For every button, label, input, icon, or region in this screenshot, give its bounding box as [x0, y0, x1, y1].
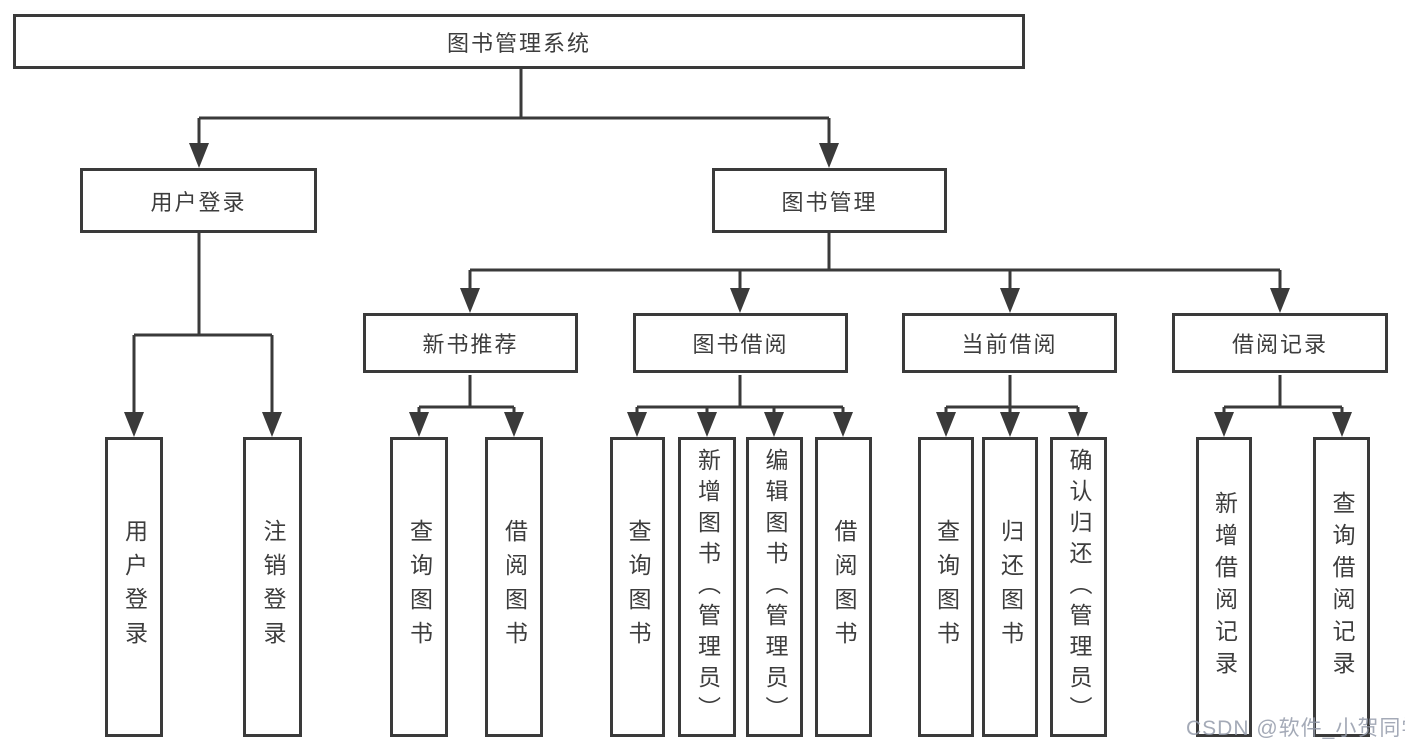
- leaf-add-borrow-record-label: 新增借阅记录: [1211, 491, 1238, 683]
- leaf-confirm-return-admin-label: 确认归还（管理员）: [1066, 447, 1092, 727]
- leaf-borrow-books-label: 借阅图书: [831, 519, 857, 655]
- node-root-system: 图书管理系统: [13, 14, 1025, 69]
- node-book-management-label: 图书管理: [781, 189, 878, 215]
- node-borrow-records-label: 借阅记录: [1231, 332, 1328, 357]
- leaf-query-books-current-label: 查询图书: [933, 519, 960, 655]
- leaf-logout: 注销登录: [243, 437, 302, 737]
- leaf-user-login-label: 用户登录: [121, 519, 148, 655]
- watermark-text: CSDN @软件_小贺同学: [1186, 717, 1405, 740]
- node-current-borrow-label: 当前借阅: [961, 332, 1058, 357]
- node-current-borrow: 当前借阅: [902, 313, 1117, 373]
- node-user-login: 用户登录: [80, 168, 317, 233]
- leaf-edit-books-admin-label: 编辑图书（管理员）: [762, 447, 788, 727]
- leaf-edit-books-admin: 编辑图书（管理员）: [746, 437, 803, 737]
- leaf-logout-label: 注销登录: [260, 519, 286, 655]
- node-new-book-recommend-label: 新书推荐: [422, 332, 519, 357]
- node-root-label: 图书管理系统: [446, 30, 591, 56]
- leaf-return-books-label: 归还图书: [997, 519, 1024, 655]
- leaf-borrow-books-recommend: 借阅图书: [485, 437, 543, 737]
- leaf-add-borrow-record: 新增借阅记录: [1196, 437, 1252, 737]
- leaf-query-books-recommend: 查询图书: [390, 437, 448, 737]
- node-borrow-records: 借阅记录: [1172, 313, 1388, 373]
- leaf-query-books-borrow-label: 查询图书: [625, 519, 651, 655]
- leaf-query-books-borrow: 查询图书: [610, 437, 665, 737]
- leaf-query-books-recommend-label: 查询图书: [406, 519, 433, 655]
- node-user-login-label: 用户登录: [150, 189, 247, 215]
- leaf-confirm-return-admin: 确认归还（管理员）: [1050, 437, 1107, 737]
- arrow-down-icons: [124, 143, 1352, 437]
- leaf-query-borrow-record: 查询借阅记录: [1313, 437, 1370, 737]
- leaf-return-books: 归还图书: [982, 437, 1038, 737]
- node-book-borrow-label: 图书借阅: [692, 332, 789, 357]
- leaf-borrow-books: 借阅图书: [815, 437, 872, 737]
- leaf-add-books-admin-label: 新增图书（管理员）: [694, 447, 721, 727]
- node-book-borrow: 图书借阅: [633, 313, 848, 373]
- node-new-book-recommend: 新书推荐: [363, 313, 578, 373]
- leaf-query-borrow-record-label: 查询借阅记录: [1329, 491, 1355, 683]
- leaf-query-books-current: 查询图书: [918, 437, 974, 737]
- leaf-borrow-books-recommend-label: 借阅图书: [501, 519, 528, 655]
- leaf-add-books-admin: 新增图书（管理员）: [678, 437, 736, 737]
- leaf-user-login: 用户登录: [105, 437, 163, 737]
- node-book-management: 图书管理: [712, 168, 947, 233]
